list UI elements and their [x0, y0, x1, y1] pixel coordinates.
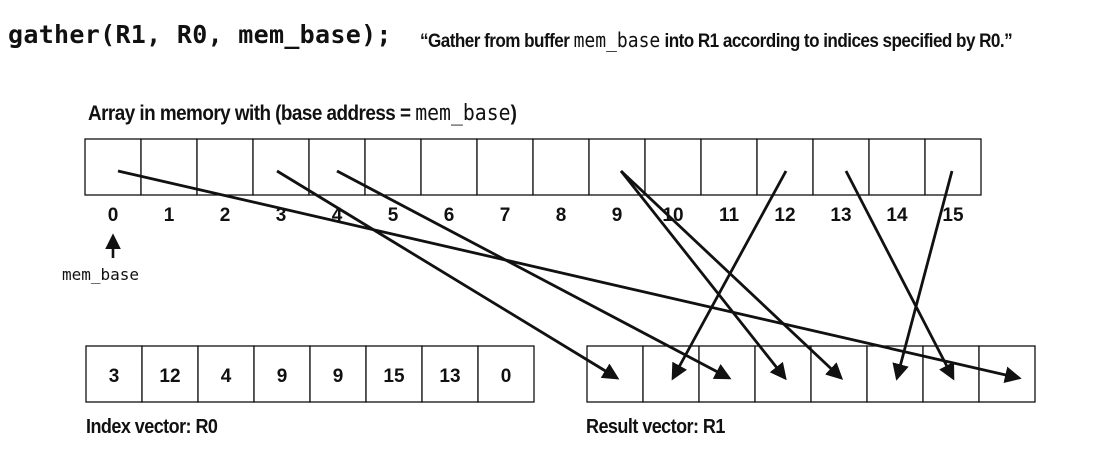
quote-prefix: Gather from buffer	[428, 31, 570, 52]
memory-array	[84, 138, 982, 196]
gather-arrow	[844, 170, 955, 381]
memory-index-label: 2	[220, 205, 231, 226]
index-vector-value: 0	[501, 366, 512, 387]
memory-index-label: 14	[886, 205, 908, 226]
array-title-base: mem_base	[415, 101, 511, 126]
index-vector-cell	[421, 345, 479, 403]
memory-cell	[644, 138, 702, 196]
memory-index-label: 5	[388, 205, 399, 226]
index-vector-value: 12	[159, 366, 180, 387]
memory-cell	[756, 138, 814, 196]
memory-index-label: 0	[108, 205, 119, 226]
memory-index-label: 6	[444, 205, 455, 226]
memory-cell	[84, 138, 142, 196]
array-title: Array in memory with (base address = mem…	[88, 101, 517, 126]
gather-code-line: gather(R1, R0, mem_base);	[8, 20, 392, 49]
memory-index-label: 8	[556, 205, 567, 226]
memory-cell	[476, 138, 534, 196]
memory-cell	[868, 138, 926, 196]
index-vector-cell	[85, 345, 143, 403]
gather-arrow	[276, 169, 620, 380]
memory-index-label: 15	[942, 205, 964, 226]
memory-index-label: 12	[774, 205, 795, 226]
memory-cell	[308, 138, 366, 196]
mem-base-pointer: mem_base	[62, 233, 139, 284]
index-vector-cell	[141, 345, 199, 403]
gather-arrow	[620, 169, 844, 380]
memory-index-label: 7	[500, 205, 511, 226]
result-vector	[586, 345, 1036, 403]
result-vector-cell	[642, 345, 700, 403]
gather-arrow	[336, 169, 732, 380]
memory-index-label: 1	[164, 205, 175, 226]
memory-cell	[196, 138, 254, 196]
index-vector-value: 13	[439, 366, 460, 387]
index-vector-cell	[197, 345, 255, 403]
result-vector-cell	[586, 345, 644, 403]
array-title-prefix: Array in memory with (base address =	[88, 102, 411, 125]
memory-cell	[364, 138, 422, 196]
memory-cell	[812, 138, 870, 196]
memory-index-label: 11	[719, 205, 740, 226]
memory-cell	[924, 138, 982, 196]
quote-suffix: into R1 according to indices specified b…	[664, 31, 1013, 52]
gather-arrow	[892, 170, 954, 381]
memory-cell	[700, 138, 758, 196]
index-vector: 3 12 4 9 9 15 13 0	[85, 345, 535, 403]
array-title-suffix: )	[510, 102, 517, 125]
gather-arrow	[117, 169, 1022, 384]
memory-cell	[420, 138, 478, 196]
memory-index-label: 13	[830, 205, 851, 226]
gather-arrows	[117, 169, 1022, 384]
index-vector-cell	[309, 345, 367, 403]
index-vector-value: 3	[109, 366, 120, 387]
memory-index-label: 3	[276, 205, 287, 226]
result-vector-caption: Result vector: R1	[586, 416, 725, 438]
index-vector-value: 9	[333, 366, 344, 387]
index-vector-value: 9	[277, 366, 288, 387]
index-vector-cell	[477, 345, 535, 403]
gather-arrow	[619, 170, 787, 381]
memory-index-label: 4	[332, 205, 343, 226]
quote-open: “	[420, 31, 429, 52]
result-vector-cell	[698, 345, 756, 403]
memory-cell	[532, 138, 590, 196]
memory-index-label: 9	[612, 205, 623, 226]
index-vector-caption: Index vector: R0	[86, 416, 218, 438]
memory-index-label: 10	[662, 205, 683, 226]
index-vector-value: 15	[383, 366, 405, 387]
result-vector-cell	[810, 345, 868, 403]
index-vector-value: 4	[221, 366, 232, 387]
gather-description: “Gather from buffer mem_base into R1 acc…	[420, 28, 1013, 53]
mem-base-label: mem_base	[62, 265, 139, 284]
quote-buffer-name: mem_base	[573, 28, 661, 52]
index-vector-cell	[365, 345, 423, 403]
